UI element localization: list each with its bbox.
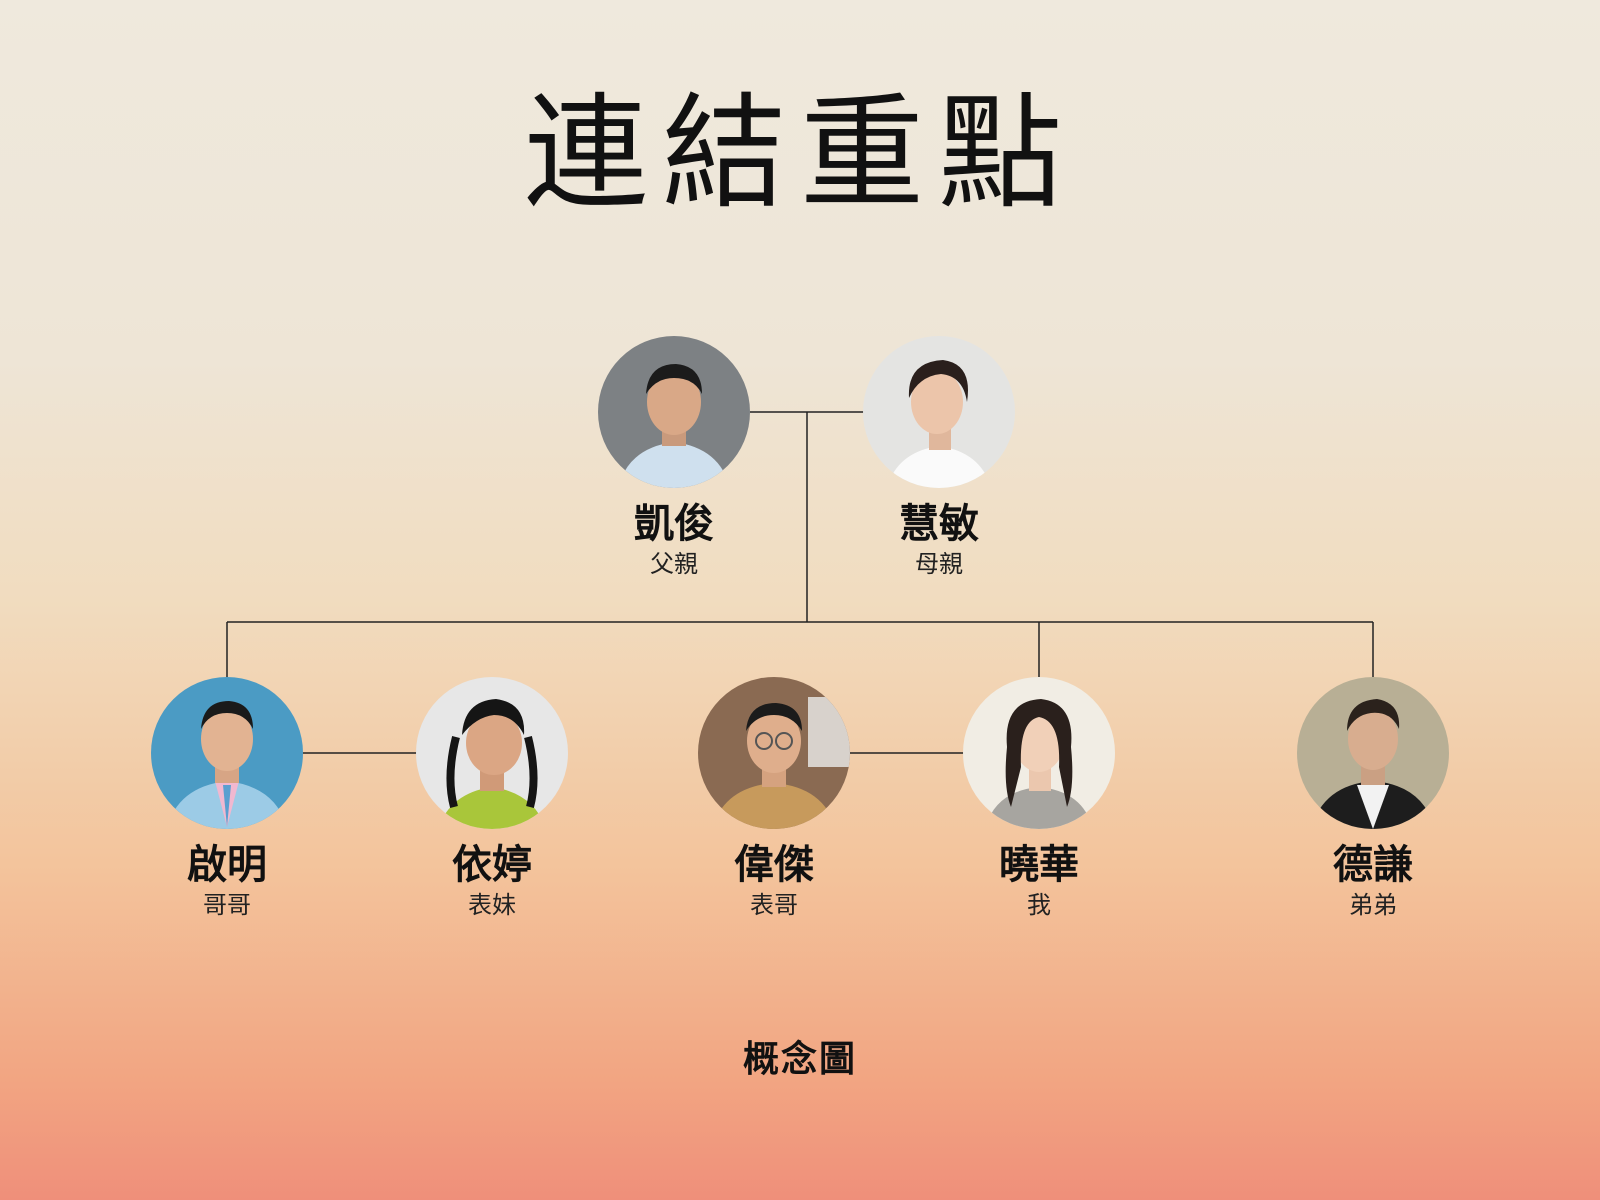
person-photo-icon — [1297, 677, 1449, 829]
name-younger-brother: 德謙 — [1333, 842, 1413, 888]
name-mother: 慧敏 — [899, 501, 979, 547]
avatar-father — [598, 336, 750, 488]
person-father: 凱俊 父親 — [564, 336, 784, 579]
person-photo-icon — [698, 677, 850, 829]
person-photo-icon — [863, 336, 1015, 488]
name-elder-brother: 啟明 — [187, 842, 267, 888]
avatar-cousin-female — [416, 677, 568, 829]
name-me: 曉華 — [999, 842, 1079, 888]
role-younger-brother: 弟弟 — [1349, 891, 1397, 919]
avatar-me — [963, 677, 1115, 829]
person-photo-icon — [416, 677, 568, 829]
person-elder-brother: 啟明 哥哥 — [117, 677, 337, 920]
avatar-younger-brother — [1297, 677, 1449, 829]
name-cousin-female: 依婷 — [452, 842, 532, 888]
person-younger-brother: 德謙 弟弟 — [1263, 677, 1483, 920]
name-father: 凱俊 — [634, 501, 714, 547]
person-mother: 慧敏 母親 — [829, 336, 1049, 579]
role-cousin-male: 表哥 — [750, 891, 798, 919]
role-me: 我 — [1027, 891, 1051, 919]
person-photo-icon — [151, 677, 303, 829]
diagram-title: 連結重點 — [523, 82, 1076, 226]
person-cousin-male: 偉傑 表哥 — [664, 677, 884, 920]
avatar-cousin-male — [698, 677, 850, 829]
role-father: 父親 — [650, 550, 698, 578]
person-photo-icon — [598, 336, 750, 488]
role-elder-brother: 哥哥 — [203, 891, 251, 919]
role-mother: 母親 — [915, 550, 963, 578]
avatar-elder-brother — [151, 677, 303, 829]
role-cousin-female: 表妹 — [468, 891, 516, 919]
name-cousin-male: 偉傑 — [734, 842, 814, 888]
person-cousin-female: 依婷 表妹 — [382, 677, 602, 920]
avatar-mother — [863, 336, 1015, 488]
person-me: 曉華 我 — [929, 677, 1149, 920]
person-photo-icon — [963, 677, 1115, 829]
diagram-caption: 概念圖 — [742, 1039, 857, 1080]
